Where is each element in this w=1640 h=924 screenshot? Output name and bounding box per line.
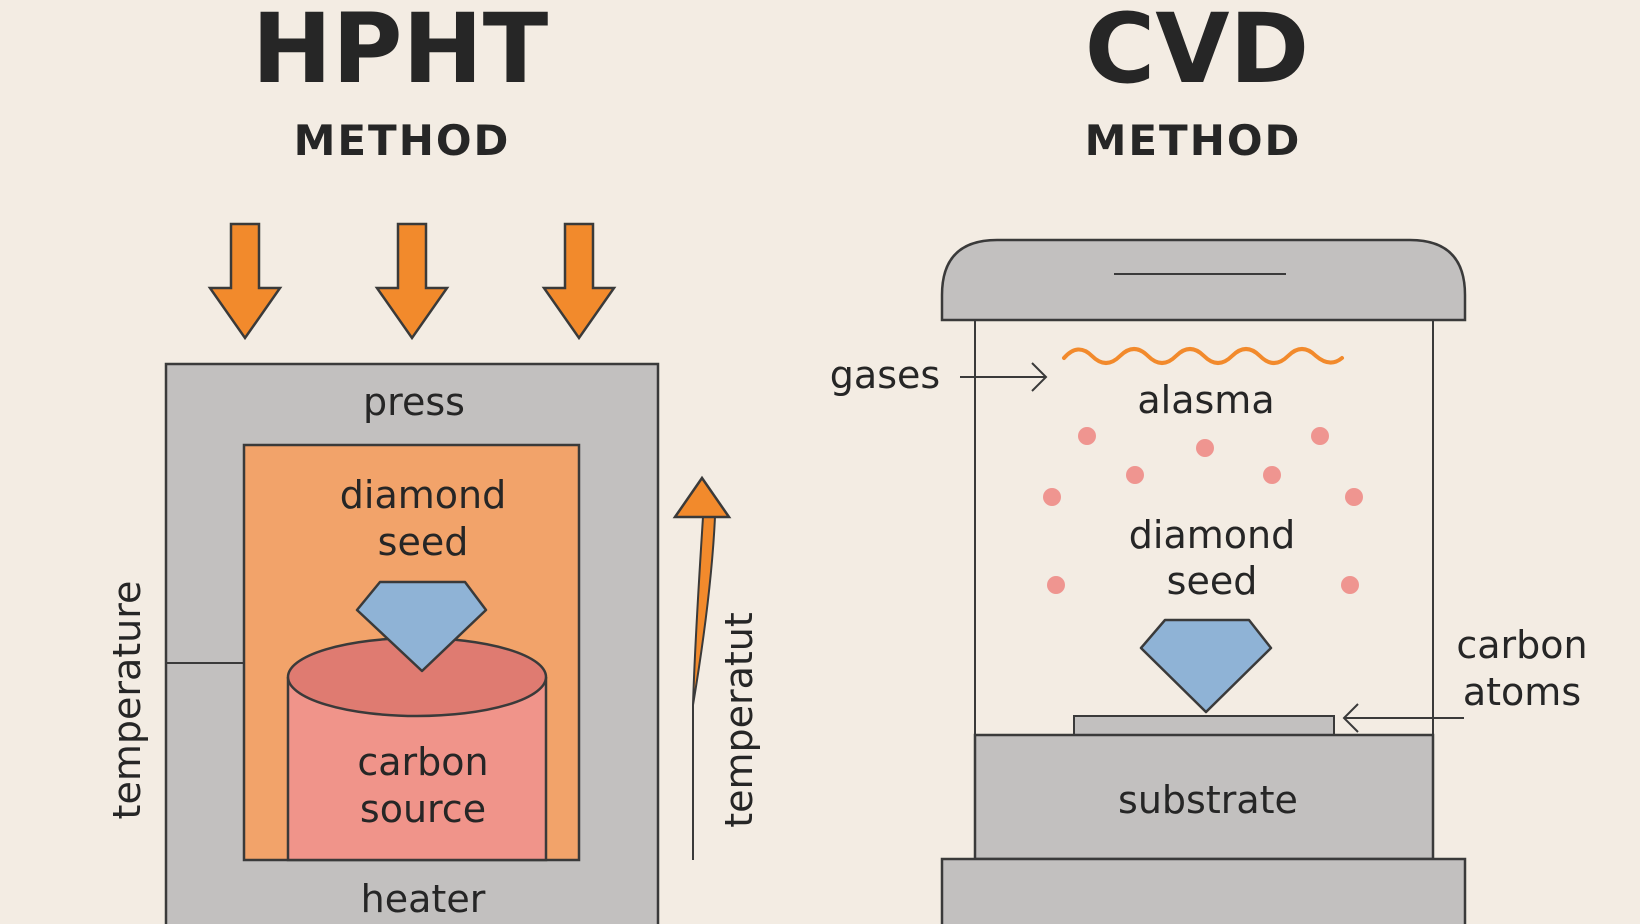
pressure-arrows (207, 222, 617, 341)
cvd-title: CVD (1085, 0, 1309, 105)
particle-dot (1345, 488, 1363, 506)
cvd-subtitle: METHOD (1085, 116, 1302, 165)
plasma-label: alasma (1137, 378, 1274, 422)
plasma-particles (1043, 427, 1363, 594)
reactor-base (940, 857, 1467, 924)
hpht-title: HPHT (252, 0, 549, 105)
reactor-lid (940, 238, 1467, 322)
temperature-left-label: temperature (105, 581, 149, 820)
gases-arrow-icon (960, 362, 1048, 392)
hpht-diamond-icon (355, 580, 488, 673)
carbon-atoms-label-line2: atoms (1463, 670, 1581, 714)
carbon-source-cylinder (286, 677, 548, 862)
particle-dot (1263, 466, 1281, 484)
carbon-source-label-line2: source (360, 787, 486, 831)
carbon-atoms-label-line1: carbon (1456, 623, 1587, 667)
hpht-seed-label-line2: seed (378, 520, 469, 564)
particle-dot (1078, 427, 1096, 445)
pressure-arrow-icon (374, 222, 450, 341)
temperature-arrow-icon (672, 475, 732, 860)
carbon-source-label-line1: carbon (357, 740, 488, 784)
particle-dot (1341, 576, 1359, 594)
hpht-seed-label-line1: diamond (340, 473, 506, 517)
particle-dot (1196, 439, 1214, 457)
cvd-diamond-icon (1139, 618, 1273, 714)
cvd-seed-label-line2: seed (1167, 559, 1258, 603)
hpht-subtitle: METHOD (294, 116, 511, 165)
gases-label: gases (830, 353, 940, 397)
particle-dot (1126, 466, 1144, 484)
heater-label: heater (361, 877, 486, 921)
carbon-atoms-arrow-icon (1342, 703, 1464, 733)
particle-dot (1311, 427, 1329, 445)
cvd-seed-label-line1: diamond (1129, 513, 1295, 557)
particle-dot (1043, 488, 1061, 506)
press-label: press (363, 380, 465, 424)
temperature-right-label: temperatut (717, 612, 761, 828)
pressure-arrow-icon (541, 222, 617, 341)
pressure-arrow-icon (207, 222, 283, 341)
plasma-wave-icon (1062, 347, 1344, 365)
substrate-label: substrate (1118, 778, 1298, 822)
substrate-block (973, 733, 1435, 861)
particle-dot (1047, 576, 1065, 594)
seed-plate (1073, 715, 1335, 736)
